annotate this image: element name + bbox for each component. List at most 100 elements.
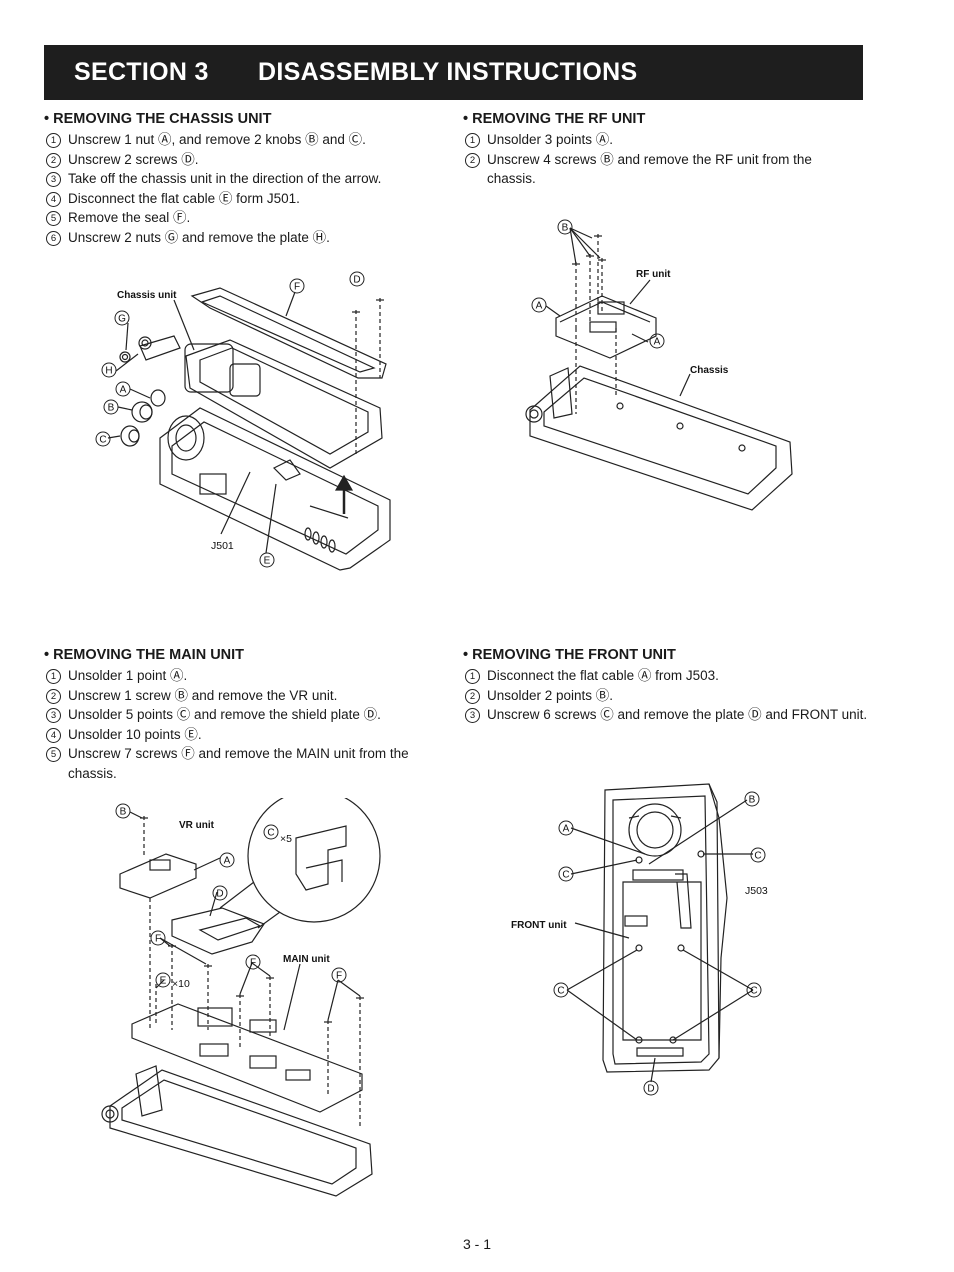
- step-number: 4: [46, 191, 61, 207]
- step-number: 3: [465, 708, 480, 723]
- callout-h: H: [105, 366, 112, 377]
- step-number: 6: [46, 230, 61, 246]
- step-text: Unsolder 3 points Ⓐ.: [487, 132, 614, 147]
- rf-unit-instructions: • REMOVING THE RF UNIT 1 Unsolder 3 point…: [463, 110, 863, 189]
- step-text: Unscrew 1 screw Ⓑ and remove the VR unit…: [68, 687, 338, 703]
- step: 2 Unscrew 1 screw Ⓑ and remove the VR uni…: [44, 686, 444, 706]
- step: 4 Unsolder 10 points Ⓔ.: [44, 725, 444, 745]
- step-number: 2: [46, 152, 61, 168]
- label-j501: J501: [211, 540, 234, 552]
- section-banner: SECTION 3 DISASSEMBLY INSTRUCTIONS: [44, 45, 863, 100]
- callout-f: F: [155, 934, 161, 945]
- rf-unit-heading: • REMOVING THE RF UNIT: [463, 111, 646, 127]
- callout-a: A: [224, 856, 231, 867]
- main-unit-instructions: • REMOVING THE MAIN UNIT 1 Unsolder 1 poi…: [44, 646, 444, 783]
- callout-f: F: [294, 282, 300, 293]
- chassis-unit-heading: • REMOVING THE CHASSIS UNIT: [44, 111, 272, 127]
- step-text: Unscrew 6 screws Ⓒ and remove the plate …: [487, 707, 868, 722]
- chassis-unit-steps: 1 Unscrew 1 nut Ⓐ, and remove 2 knobs Ⓑ a…: [44, 130, 444, 247]
- step-number: 1: [46, 133, 61, 148]
- chassis-unit-diagram: F D G H A B C E Chassis unit J501: [90, 268, 420, 578]
- label-times-5: ×5: [280, 833, 292, 845]
- step: 3 Unsolder 5 points Ⓒ and remove the shie…: [44, 705, 444, 725]
- step-number: 1: [465, 669, 480, 684]
- label-vr-unit: VR unit: [179, 820, 215, 831]
- front-unit-diagram: A B C C C C D J503 FRONT unit: [505, 778, 785, 1098]
- step: 6 Unscrew 2 nuts Ⓖ and remove the plate Ⓗ…: [44, 228, 444, 248]
- callout-b: B: [120, 807, 127, 818]
- step-number: 5: [46, 211, 61, 226]
- step: 2 Unscrew 4 screws Ⓑ and remove the RF un…: [463, 150, 863, 189]
- callout-a: A: [536, 301, 543, 312]
- callout-a: A: [563, 824, 570, 835]
- step: 1 Unsolder 3 points Ⓐ.: [463, 130, 863, 150]
- front-unit-instructions: • REMOVING THE FRONT UNIT 1 Disconnect th…: [463, 646, 868, 725]
- step-number: 1: [46, 669, 61, 684]
- section-number: SECTION 3: [74, 58, 209, 86]
- label-chassis: Chassis: [690, 365, 729, 376]
- callout-b: B: [562, 223, 569, 234]
- label-rf-unit: RF unit: [636, 269, 671, 280]
- front-unit-heading: • REMOVING THE FRONT UNIT: [463, 647, 676, 663]
- callout-c-bottom-left: C: [557, 986, 564, 997]
- step-text: Unscrew 4 screws Ⓑ and remove the RF uni…: [487, 151, 812, 187]
- callout-f-mid: F: [250, 958, 256, 969]
- step-text: Unsolder 10 points Ⓔ.: [68, 726, 202, 742]
- step-text: Unscrew 7 screws Ⓕ and remove the MAIN u…: [68, 746, 409, 781]
- step: 3 Unscrew 6 screws Ⓒ and remove the plate…: [463, 705, 868, 725]
- step-text: Disconnect the flat cable Ⓔ form J501.: [68, 190, 300, 206]
- callout-f-right: F: [336, 971, 342, 982]
- step-number: 4: [46, 727, 61, 743]
- step-text: Take off the chassis unit in the directi…: [68, 171, 382, 186]
- callout-c: C: [267, 828, 274, 839]
- label-j503: J503: [745, 885, 768, 897]
- main-unit-steps: 1 Unsolder 1 point Ⓐ. 2 Unscrew 1 screw Ⓑ …: [44, 666, 444, 783]
- callout-e: E: [264, 556, 271, 567]
- callout-a: A: [120, 385, 127, 396]
- step-text: Unscrew 1 nut Ⓐ, and remove 2 knobs Ⓑ an…: [68, 132, 366, 147]
- step-text: Unsolder 1 point Ⓐ.: [68, 668, 188, 683]
- step: 3 Take off the chassis unit in the direct…: [44, 169, 444, 189]
- step-number: 3: [46, 172, 61, 187]
- step: 2 Unsolder 2 points Ⓑ.: [463, 686, 868, 706]
- label-front-unit: FRONT unit: [511, 920, 567, 931]
- step-number: 1: [465, 133, 480, 148]
- step: 1 Disconnect the flat cable Ⓐ from J503.: [463, 666, 868, 686]
- callout-b: B: [749, 795, 756, 806]
- main-unit-diagram: B A D F F F E C ×5 ×10 VR unit MAIN unit: [100, 798, 400, 1198]
- step: 1 Unscrew 1 nut Ⓐ, and remove 2 knobs Ⓑ a…: [44, 130, 444, 150]
- step-number: 2: [465, 152, 480, 168]
- page-number: 3 - 1: [462, 1236, 491, 1252]
- callout-c-bottom-right: C: [750, 986, 757, 997]
- step-number: 3: [46, 708, 61, 723]
- step: 5 Unscrew 7 screws Ⓕ and remove the MAIN …: [44, 744, 444, 783]
- callout-c: C: [99, 435, 106, 446]
- chassis-unit-instructions: • REMOVING THE CHASSIS UNIT 1 Unscrew 1 n…: [44, 110, 444, 247]
- callout-b: B: [108, 403, 115, 414]
- section-title: DISASSEMBLY INSTRUCTIONS: [258, 58, 638, 86]
- callout-g: G: [118, 314, 126, 325]
- step-text: Unsolder 5 points Ⓒ and remove the shiel…: [68, 707, 381, 722]
- step-text: Unsolder 2 points Ⓑ.: [487, 687, 614, 703]
- callout-a-right: A: [654, 337, 661, 348]
- main-unit-heading: • REMOVING THE MAIN UNIT: [44, 647, 245, 663]
- step-text: Unscrew 2 screws Ⓓ.: [68, 151, 199, 167]
- callout-d: D: [647, 1084, 654, 1095]
- callout-d: D: [216, 889, 223, 900]
- step-text: Disconnect the flat cable Ⓐ from J503.: [487, 668, 719, 683]
- step: 5 Remove the seal Ⓕ.: [44, 208, 444, 228]
- step-text: Remove the seal Ⓕ.: [68, 210, 191, 225]
- step-number: 5: [46, 747, 61, 762]
- step-number: 2: [46, 688, 61, 704]
- step-number: 2: [465, 688, 480, 704]
- step: 1 Unsolder 1 point Ⓐ.: [44, 666, 444, 686]
- label-chassis-unit: Chassis unit: [117, 290, 177, 301]
- callout-c-right: C: [754, 851, 761, 862]
- label-times-10: ×10: [172, 978, 190, 990]
- step-text: Unscrew 2 nuts Ⓖ and remove the plate Ⓗ.: [68, 229, 330, 245]
- callout-d: D: [353, 275, 360, 286]
- callout-c: C: [562, 870, 569, 881]
- label-main-unit: MAIN unit: [283, 954, 330, 965]
- step: 2 Unscrew 2 screws Ⓓ.: [44, 150, 444, 170]
